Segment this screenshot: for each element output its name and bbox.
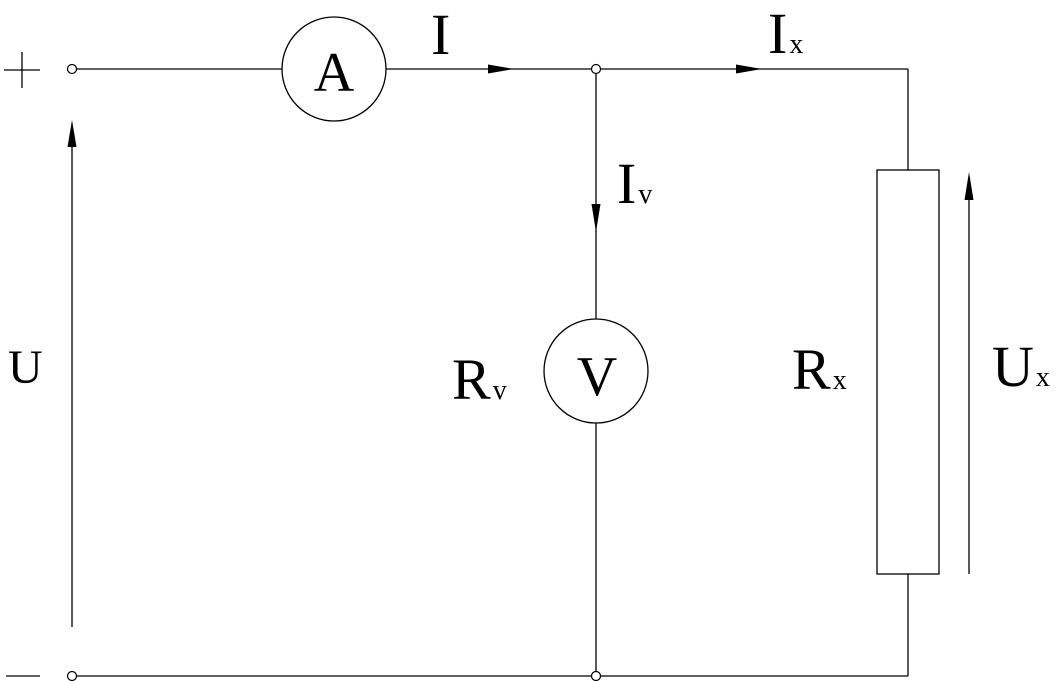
voltmeter-resistance-sub: v (493, 375, 507, 406)
total-current-label: I (431, 2, 450, 67)
load-current-label: Ix (768, 1, 803, 66)
supply-voltage-label: U (8, 341, 43, 394)
load-current-sub: x (789, 29, 803, 60)
load-voltage-arrowhead (964, 172, 974, 200)
top-junction (590, 63, 602, 75)
load-voltage-main: U (992, 334, 1034, 399)
total-current-arrow (488, 64, 514, 74)
load-current-main: I (768, 1, 787, 66)
load-resistance-sub: x (833, 365, 847, 396)
voltmeter-resistance-label: Rv (452, 347, 507, 412)
load-resistor (876, 169, 940, 575)
ammeter (281, 16, 387, 122)
voltmeter-current-main: I (617, 151, 636, 216)
supply-voltage-arrowhead (67, 120, 77, 147)
load-resistance-main: R (792, 337, 831, 402)
voltmeter-symbol: V (577, 346, 617, 408)
bottom-junction (590, 670, 602, 681)
negative-terminal (66, 670, 78, 681)
load-resistance-label: Rx (792, 337, 847, 402)
load-current-arrow (736, 64, 762, 74)
voltmeter-resistance-main: R (452, 347, 491, 412)
positive-terminal (66, 63, 78, 75)
load-voltage-label: Ux (992, 334, 1050, 399)
load-voltage-sub: x (1036, 362, 1050, 393)
positive-terminal-sign (4, 52, 40, 88)
voltmeter-current-label: Iv (617, 151, 652, 216)
voltmeter-current-arrow (591, 204, 601, 232)
ammeter-symbol: A (314, 42, 355, 104)
voltmeter-current-sub: v (638, 179, 652, 210)
